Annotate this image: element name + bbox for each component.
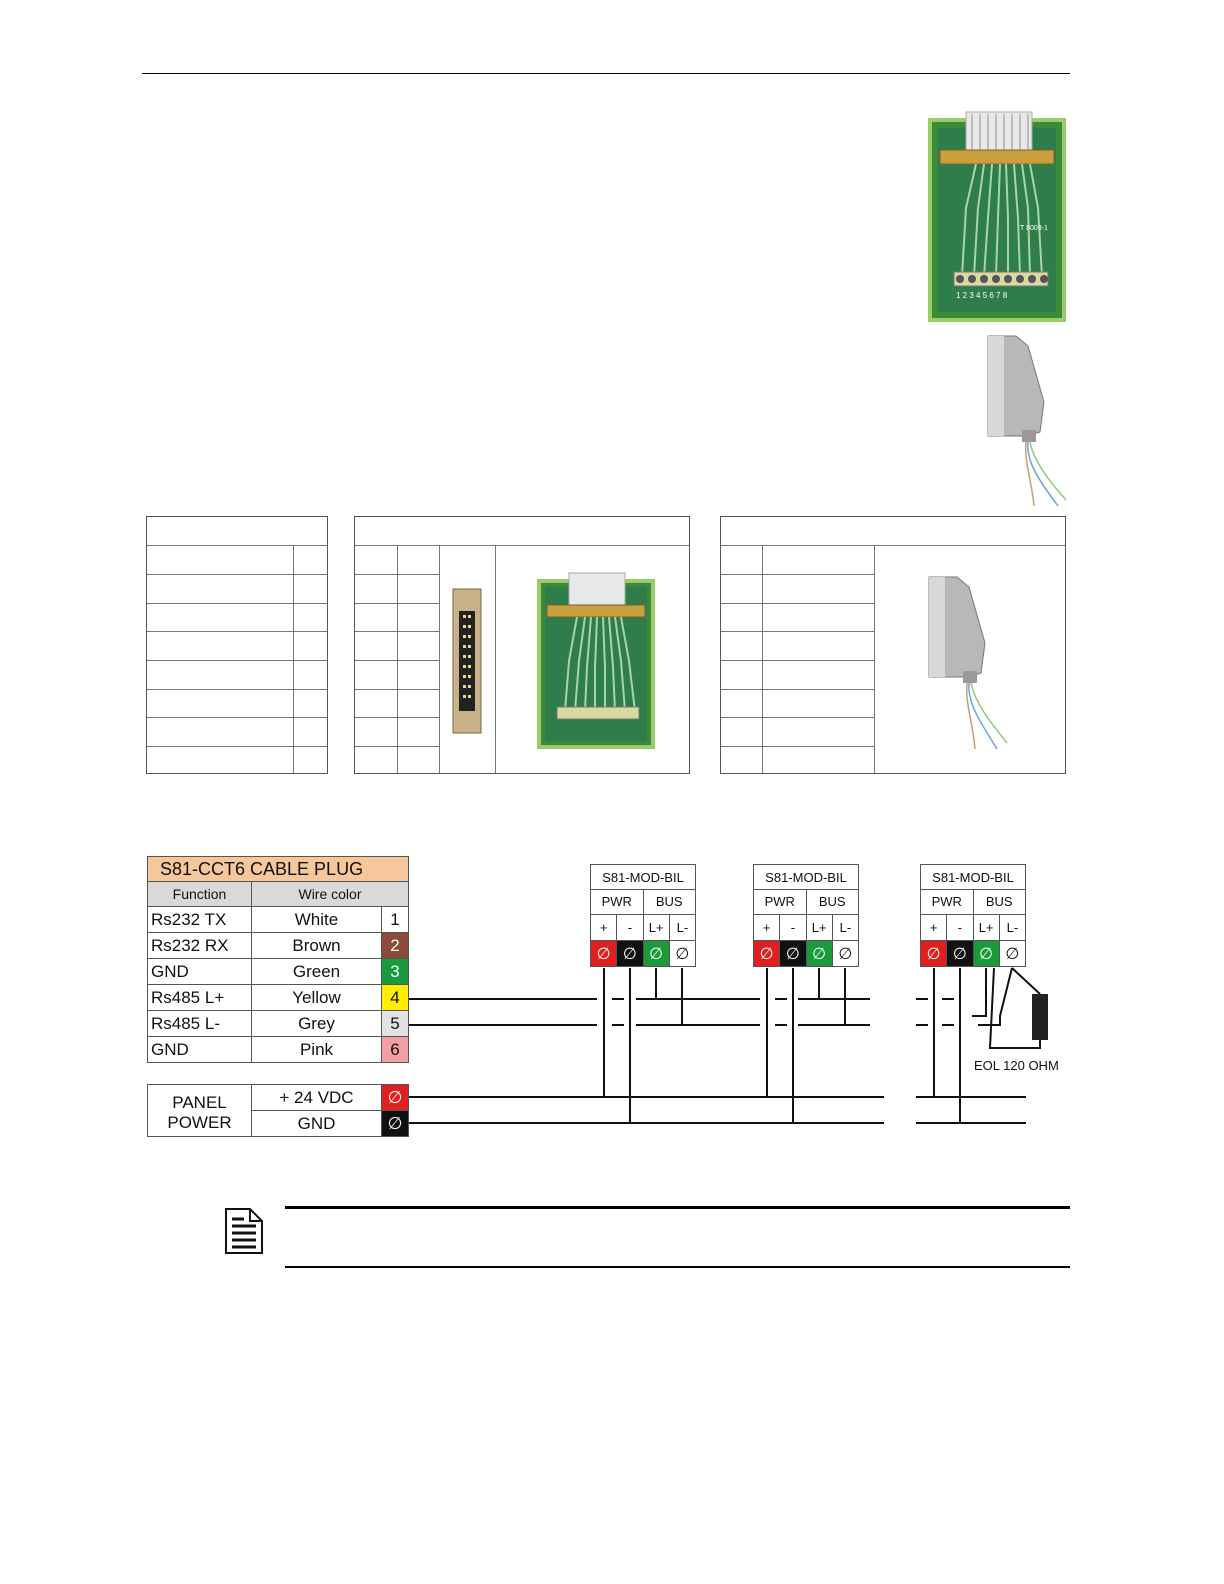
module-1-minus: - — [616, 915, 642, 940]
terminal-screw-icon: ∅ — [642, 941, 669, 966]
power-gnd-label: GND — [252, 1111, 382, 1136]
board-label: T 8003-1 — [1020, 225, 1048, 232]
terminal-screw-icon: ∅ — [616, 941, 643, 966]
module-1-lminus: L- — [668, 915, 695, 940]
power-gnd-terminal: ∅ — [382, 1111, 408, 1136]
terminal-screw-icon: ∅ — [998, 941, 1025, 966]
function-table — [146, 516, 328, 774]
panel-power-label-line2: POWER — [167, 1113, 232, 1132]
ribbon-connector-image — [452, 588, 482, 734]
power-24vdc-terminal: ∅ — [382, 1085, 408, 1110]
plug-row-wire-color: Pink — [252, 1037, 382, 1062]
plug-row-pin-number: 3 — [382, 959, 408, 984]
plug-row-pin-number: 5 — [382, 1011, 408, 1036]
power-24vdc-label: + 24 VDC — [252, 1085, 382, 1110]
header-wire-color: Wire color — [298, 886, 362, 902]
power-row-gnd: GND ∅ — [252, 1110, 408, 1136]
module-1-terminals: ∅ ∅ ∅ ∅ — [590, 941, 696, 967]
plug-row-function: GND — [148, 959, 252, 984]
module-2-terminals: ∅ ∅ ∅ ∅ — [753, 941, 859, 967]
plug-row-wire-color: Green — [252, 959, 382, 984]
cable-plug-table: S81-CCT6 CABLE PLUG Function Wire color … — [147, 856, 409, 1063]
terminal-screw-icon: ∅ — [805, 941, 832, 966]
module-3-minus: - — [946, 915, 972, 940]
note-icon — [225, 1208, 263, 1254]
header-rule — [142, 73, 1070, 74]
connector-table — [354, 516, 690, 774]
plug-row-function: Rs485 L+ — [148, 985, 252, 1010]
module-2-minus: - — [779, 915, 805, 940]
terminal-screw-icon: ∅ — [946, 941, 973, 966]
plug-row-pin-number: 1 — [382, 907, 408, 932]
module-3: S81-MOD-BIL PWR BUS + - L+ L- ∅ ∅ ∅ ∅ — [920, 864, 1026, 967]
terminal-screw-icon: ∅ — [668, 941, 695, 966]
cable-plug-photo — [987, 335, 1067, 507]
module-1: S81-MOD-BIL PWR BUS + - L+ L- ∅ ∅ ∅ ∅ — [590, 864, 696, 967]
terminal-screw-icon: ∅ — [972, 941, 999, 966]
board-pin-numbers: 1 2 3 4 5 6 7 8 — [956, 291, 1008, 300]
module-3-terminals: ∅ ∅ ∅ ∅ — [920, 941, 1026, 967]
module-3-bus: BUS — [972, 890, 1026, 914]
plug-row-wire-color: Brown — [252, 933, 382, 958]
module-3-plus: + — [929, 920, 938, 935]
terminal-screw-icon: ∅ — [754, 941, 780, 966]
terminal-screw-icon: ∅ — [921, 941, 947, 966]
terminal-screw-icon: ∅ — [591, 941, 617, 966]
module-1-bus: BUS — [642, 890, 696, 914]
plug-row-pin-number: 6 — [382, 1037, 408, 1062]
terminal-screw-icon: ∅ — [831, 941, 858, 966]
power-row-24vdc: + 24 VDC ∅ — [252, 1085, 408, 1110]
terminal-screw-icon: ∅ — [779, 941, 806, 966]
module-3-pwr: PWR — [931, 894, 962, 909]
cable-plug-header: Function Wire color — [147, 882, 409, 907]
plug-row-pin-number: 2 — [382, 933, 408, 958]
module-2-bus: BUS — [805, 890, 859, 914]
module-1-lplus: L+ — [642, 915, 669, 940]
module-1-plus: + — [599, 920, 608, 935]
module-2-plus: + — [762, 920, 771, 935]
plug-row-wire-color: Yellow — [252, 985, 382, 1010]
cable-table — [720, 516, 1066, 774]
module-2-lminus: L- — [831, 915, 858, 940]
cable-plug-title: S81-CCT6 CABLE PLUG — [147, 856, 409, 882]
note-top-rule — [285, 1206, 1070, 1209]
plug-row-wire-color: White — [252, 907, 382, 932]
plug-row-function: Rs232 TX — [148, 907, 252, 932]
module-2-title: S81-MOD-BIL — [753, 864, 859, 890]
module-2-lplus: L+ — [805, 915, 832, 940]
eol-resistor — [1032, 994, 1048, 1040]
module-1-pwr: PWR — [601, 894, 632, 909]
module-2-pwr: PWR — [764, 894, 795, 909]
module-3-title: S81-MOD-BIL — [920, 864, 1026, 890]
module-3-lplus: L+ — [972, 915, 999, 940]
plug-row-wire-color: Grey — [252, 1011, 382, 1036]
plug-row-function: Rs485 L- — [148, 1011, 252, 1036]
eol-label: EOL 120 OHM — [974, 1058, 1059, 1073]
header-function: Function — [148, 882, 252, 906]
terminal-board-photo: T 8003-1 1 2 3 4 5 6 7 8 — [928, 111, 1066, 322]
plug-row-function: Rs232 RX — [148, 933, 252, 958]
module-1-title: S81-MOD-BIL — [590, 864, 696, 890]
panel-power-label: PANEL POWER — [148, 1085, 252, 1136]
module-2: S81-MOD-BIL PWR BUS + - L+ L- ∅ ∅ ∅ ∅ — [753, 864, 859, 967]
panel-power-table: PANEL POWER + 24 VDC ∅ GND ∅ — [147, 1084, 409, 1137]
note-bottom-rule — [285, 1266, 1070, 1268]
plug-row-function: GND — [148, 1037, 252, 1062]
plug-row-pin-number: 4 — [382, 985, 408, 1010]
module-3-lminus: L- — [998, 915, 1025, 940]
panel-power-label-line1: PANEL — [172, 1093, 227, 1112]
cable-plug-image — [928, 576, 1008, 750]
terminal-board-image — [537, 572, 655, 749]
